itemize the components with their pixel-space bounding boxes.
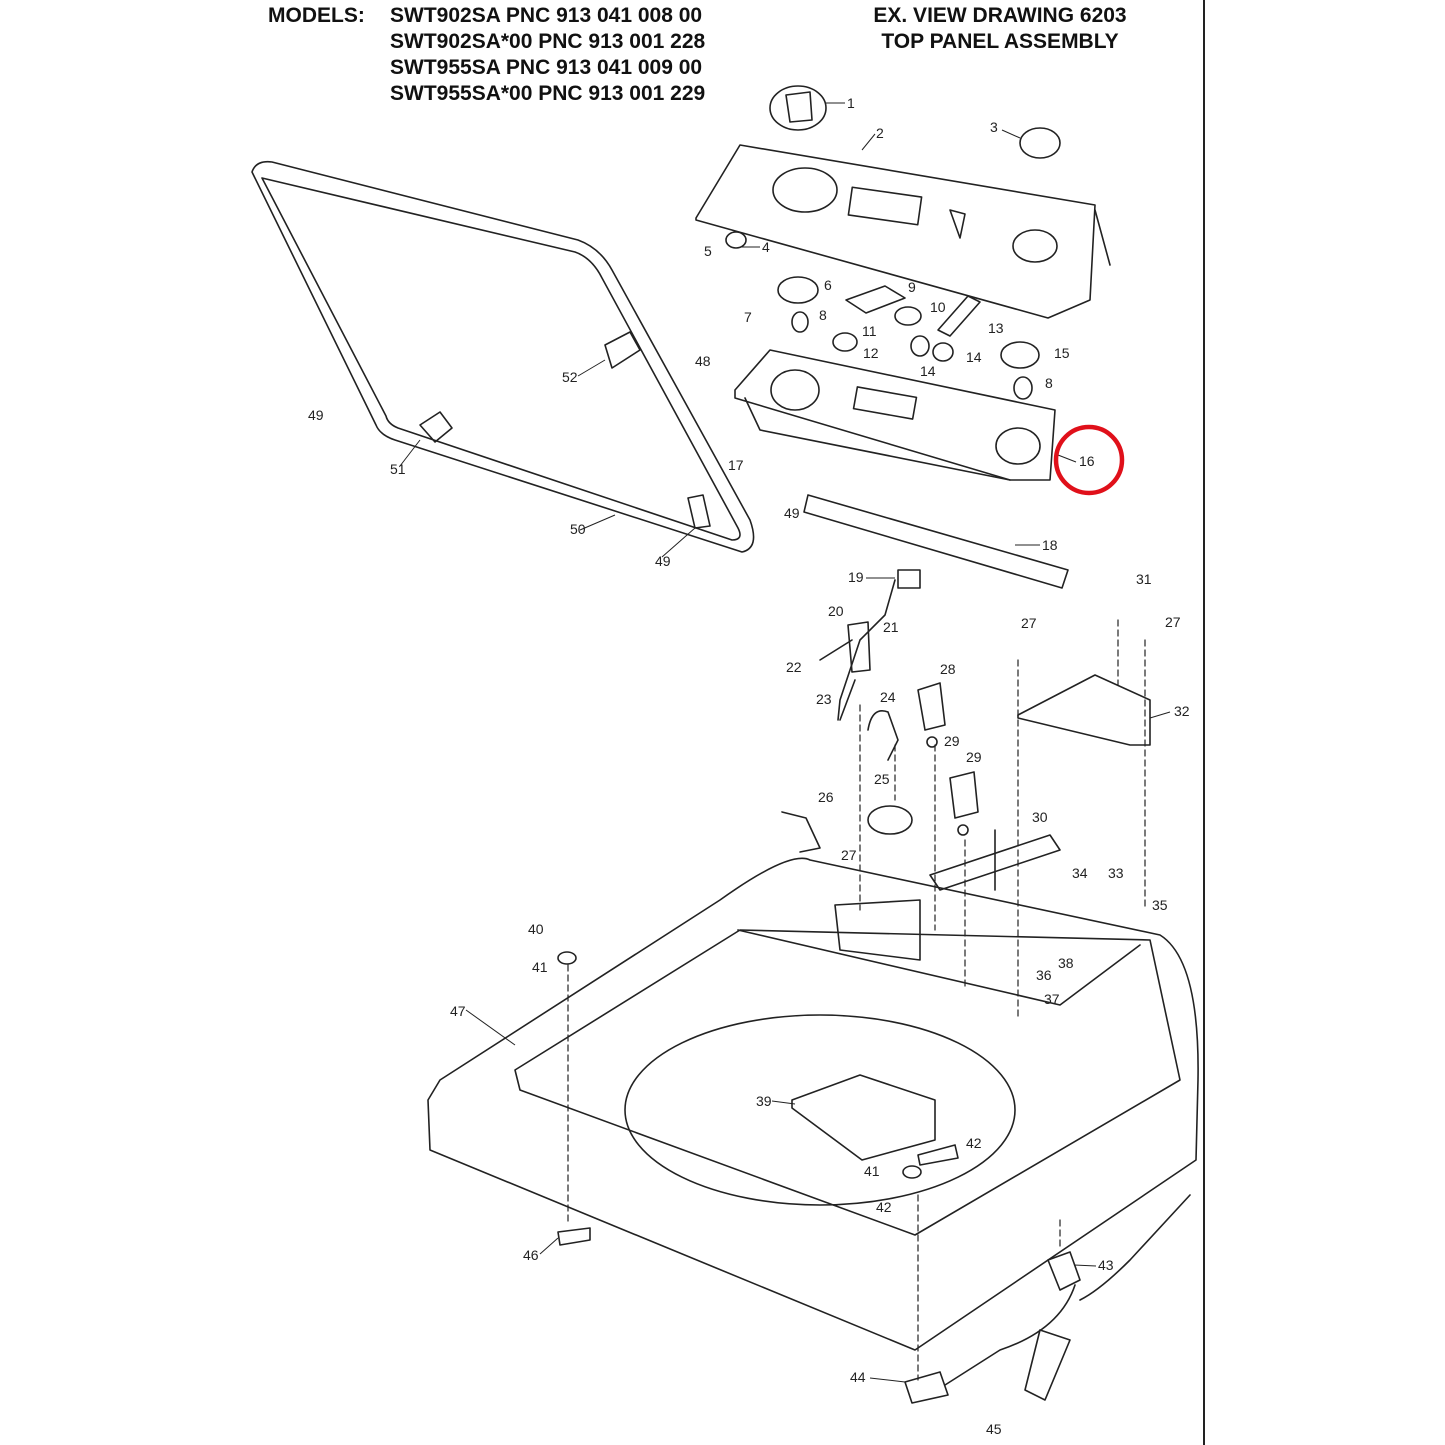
callout-47: 46 <box>523 1247 539 1263</box>
callout-27c: 27 <box>1165 614 1181 630</box>
callout-5: 5 <box>704 243 712 259</box>
callout-50: 49 <box>655 553 671 569</box>
callout-38: 37 <box>1044 991 1060 1007</box>
pressure-switch-25 <box>867 805 913 835</box>
callout-24: 24 <box>880 689 896 705</box>
page-border-line <box>1203 0 1205 1445</box>
drawing-title: EX. VIEW DRAWING 6203 <box>873 4 1127 27</box>
cabinet-top <box>427 857 1199 1351</box>
valve-28 <box>917 682 946 731</box>
console-panel <box>695 144 1111 319</box>
slider-13 <box>937 295 981 337</box>
callout-13: 13 <box>988 320 1004 336</box>
callout-18: 18 <box>1042 537 1058 553</box>
callout-46: 45 <box>986 1421 1002 1437</box>
selector-6 <box>777 276 819 304</box>
callout-36: 35 <box>1152 897 1168 913</box>
selector-15 <box>1000 341 1040 369</box>
callout-52: 51 <box>390 461 406 477</box>
models-label: MODELS: <box>268 4 365 27</box>
callout-40: 39 <box>756 1093 772 1109</box>
latch-52 <box>419 411 453 443</box>
callout-30: 29 <box>966 749 982 765</box>
power-cord-19 <box>837 579 896 721</box>
callout-20: 20 <box>828 603 844 619</box>
callout-14b: 14 <box>920 363 936 379</box>
bracket-50 <box>687 494 711 529</box>
model-line-3: SWT955SA PNC 913 041 009 00 <box>390 56 703 79</box>
callout-1: 1 <box>847 95 855 111</box>
valve-30 <box>949 771 979 819</box>
rail-18 <box>803 494 1069 589</box>
callout-4: 4 <box>762 239 770 255</box>
callout-27a: 27 <box>841 847 857 863</box>
dispenser-40 <box>791 1074 936 1161</box>
callout-23: 23 <box>816 691 832 707</box>
callout-15: 15 <box>1054 345 1070 361</box>
callout-51: 50 <box>570 521 586 537</box>
callout-labels: 1 2 3 4 5 6 7 8 9 10 11 12 13 14 14 15 8… <box>308 95 1190 1437</box>
lid-frame <box>251 160 755 553</box>
callout-37: 36 <box>1036 967 1052 983</box>
callout-7: 7 <box>744 309 752 325</box>
callout-29a: 29 <box>944 733 960 749</box>
callout-6: 6 <box>824 277 832 293</box>
callout-26: 26 <box>818 789 834 805</box>
knob-1 <box>769 85 827 131</box>
callout-45: 44 <box>850 1369 866 1385</box>
callout-19: 19 <box>848 569 864 585</box>
callout-8b: 8 <box>1045 375 1053 391</box>
model-line-1: SWT902SA PNC 913 041 008 00 <box>390 4 703 27</box>
callout-49c: 49 <box>784 505 800 521</box>
callout-14a: 14 <box>966 349 982 365</box>
callout-53: 52 <box>562 369 578 385</box>
highlight-circle <box>1053 424 1125 496</box>
callout-31: 30 <box>1032 809 1048 825</box>
callout-27b: 27 <box>1021 615 1037 631</box>
console-housing <box>734 349 1056 481</box>
callout-49b: 49 <box>308 407 324 423</box>
callout-11: 11 <box>862 323 877 339</box>
bracket-31 <box>929 834 1061 891</box>
callout-34: 33 <box>1108 865 1124 881</box>
callout-8: 8 <box>819 307 827 323</box>
callout-16: 16 <box>1079 453 1095 469</box>
lid-switch-44 <box>1047 1251 1081 1291</box>
knob-3 <box>1019 127 1061 159</box>
callout-41a: 40 <box>528 921 544 937</box>
callout-9: 9 <box>908 279 916 295</box>
callout-10: 10 <box>930 299 946 315</box>
callout-3: 3 <box>990 119 998 135</box>
callout-32: 31 <box>1136 571 1152 587</box>
callout-25: 25 <box>874 771 890 787</box>
callout-17: 17 <box>728 457 744 473</box>
callout-2: 2 <box>876 125 884 141</box>
control-board-33 <box>1017 674 1151 746</box>
callout-39: 38 <box>1058 955 1074 971</box>
drawing-subtitle: TOP PANEL ASSEMBLY <box>881 30 1119 53</box>
callout-42a: 41 <box>532 959 548 975</box>
callout-12: 12 <box>863 345 879 361</box>
callout-21: 21 <box>883 619 899 635</box>
callout-22: 22 <box>786 659 802 675</box>
callout-49a: 48 <box>695 353 711 369</box>
callout-35: 34 <box>1072 865 1088 881</box>
callout-33: 32 <box>1174 703 1190 719</box>
callout-43: 42 <box>966 1135 982 1151</box>
switch-45 <box>904 1371 949 1404</box>
callout-48: 47 <box>450 1003 466 1019</box>
callout-42b: 42 <box>876 1199 892 1215</box>
callout-28: 28 <box>940 661 956 677</box>
hinge-53 <box>604 331 641 369</box>
model-line-2: SWT902SA*00 PNC 913 001 228 <box>390 30 706 53</box>
model-line-4: SWT955SA*00 PNC 913 001 229 <box>390 82 706 105</box>
callout-41b: 41 <box>864 1163 880 1179</box>
callout-44: 43 <box>1098 1257 1114 1273</box>
board-9 <box>845 285 906 314</box>
